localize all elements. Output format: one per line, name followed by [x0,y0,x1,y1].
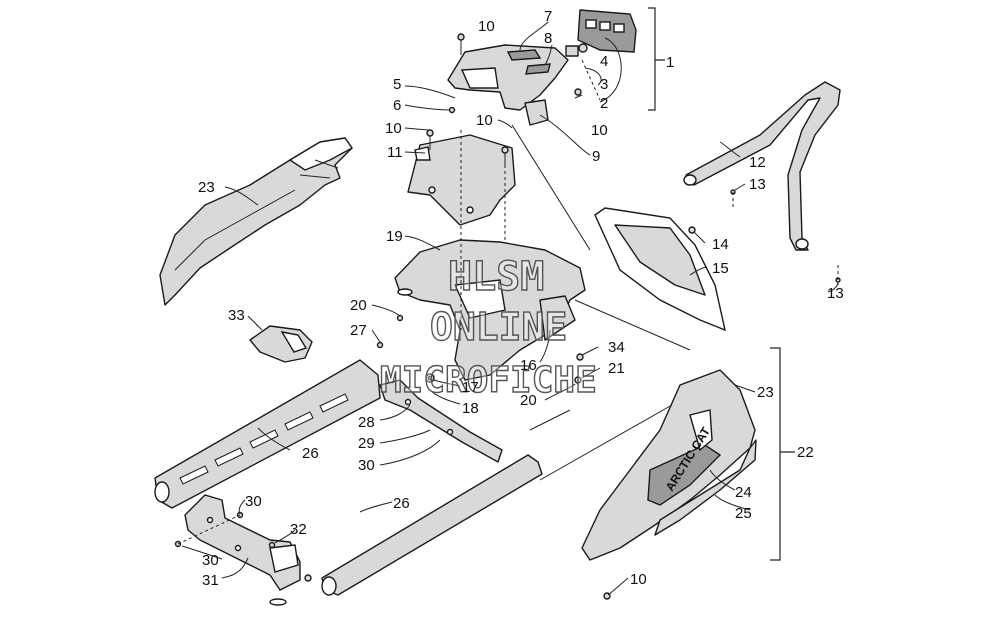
callout-3: 3 [600,76,608,93]
callout-12: 12 [749,154,766,171]
callout-32: 32 [290,521,307,538]
callout-4: 4 [600,53,608,70]
callout-8: 8 [544,30,552,47]
upper-bracket-part [379,379,503,463]
callout-26-left: 26 [302,445,319,462]
tail-light-housing-part [447,44,569,126]
callout-30-lower-left: 30 [202,552,219,569]
callout-10-mid: 10 [476,112,493,129]
callout-10-left: 10 [385,120,402,137]
callout-31: 31 [202,572,219,589]
side-window-panel-part [594,207,726,332]
callout-1: 1 [666,54,674,71]
callout-33: 33 [228,307,245,324]
right-side-panel-part: ARCTIC CAT [581,369,757,561]
assembly-lines [177,59,839,545]
callout-25: 25 [735,505,752,522]
callout-10-top: 10 [478,18,495,35]
callout-13-lower: 13 [827,285,844,302]
callout-30-upper: 30 [358,457,375,474]
callout-28: 28 [358,414,375,431]
watermark: HLSM ONLINE MICROFICHE [379,253,597,401]
callout-6: 6 [393,97,401,114]
callout-9: 9 [592,148,600,165]
callout-10-bottom: 10 [630,571,647,588]
watermark-line-3: MICROFICHE [380,360,597,401]
watermark-line-1: HLSM [448,254,544,300]
right-rear-rail-part [321,454,543,596]
rear-fender-part [394,239,586,381]
callout-14: 14 [712,236,729,253]
callout-10-right: 10 [591,122,608,139]
callout-20-right: 20 [520,392,537,409]
callout-34: 34 [608,339,625,356]
callout-11: 11 [387,144,403,161]
callout-21: 21 [608,360,625,377]
lower-bracket-part [184,494,301,591]
callout-19: 19 [386,228,403,245]
callout-13-upper: 13 [749,176,766,193]
tail-light-part [565,9,637,57]
callout-30-lower-right: 30 [245,493,262,510]
callout-24: 24 [735,484,752,501]
callout-20-left: 20 [350,297,367,314]
callout-leaders [181,7,839,596]
callout-26-right: 26 [393,495,410,512]
callout-27: 27 [350,322,367,339]
left-side-panel-part [159,137,354,306]
callout-labels: 1 2 3 4 5 6 7 8 9 10 10 10 10 10 11 12 1… [198,8,844,589]
callout-23-right: 23 [757,384,774,401]
watermark-line-2: ONLINE [430,305,567,349]
callout-23-left: 23 [198,179,215,196]
callout-15: 15 [712,260,729,277]
callout-16: 16 [520,357,537,374]
callout-18: 18 [462,400,479,417]
left-rear-rail-part [154,359,381,509]
callout-7: 7 [544,8,552,25]
callout-5: 5 [393,76,401,93]
hardware-fasteners [174,33,841,606]
grab-bar-part [683,81,841,251]
callout-22: 22 [797,444,814,461]
callout-29: 29 [358,435,375,452]
callout-17: 17 [462,379,479,396]
rear-pad-part [249,325,313,363]
callout-2: 2 [600,95,608,112]
